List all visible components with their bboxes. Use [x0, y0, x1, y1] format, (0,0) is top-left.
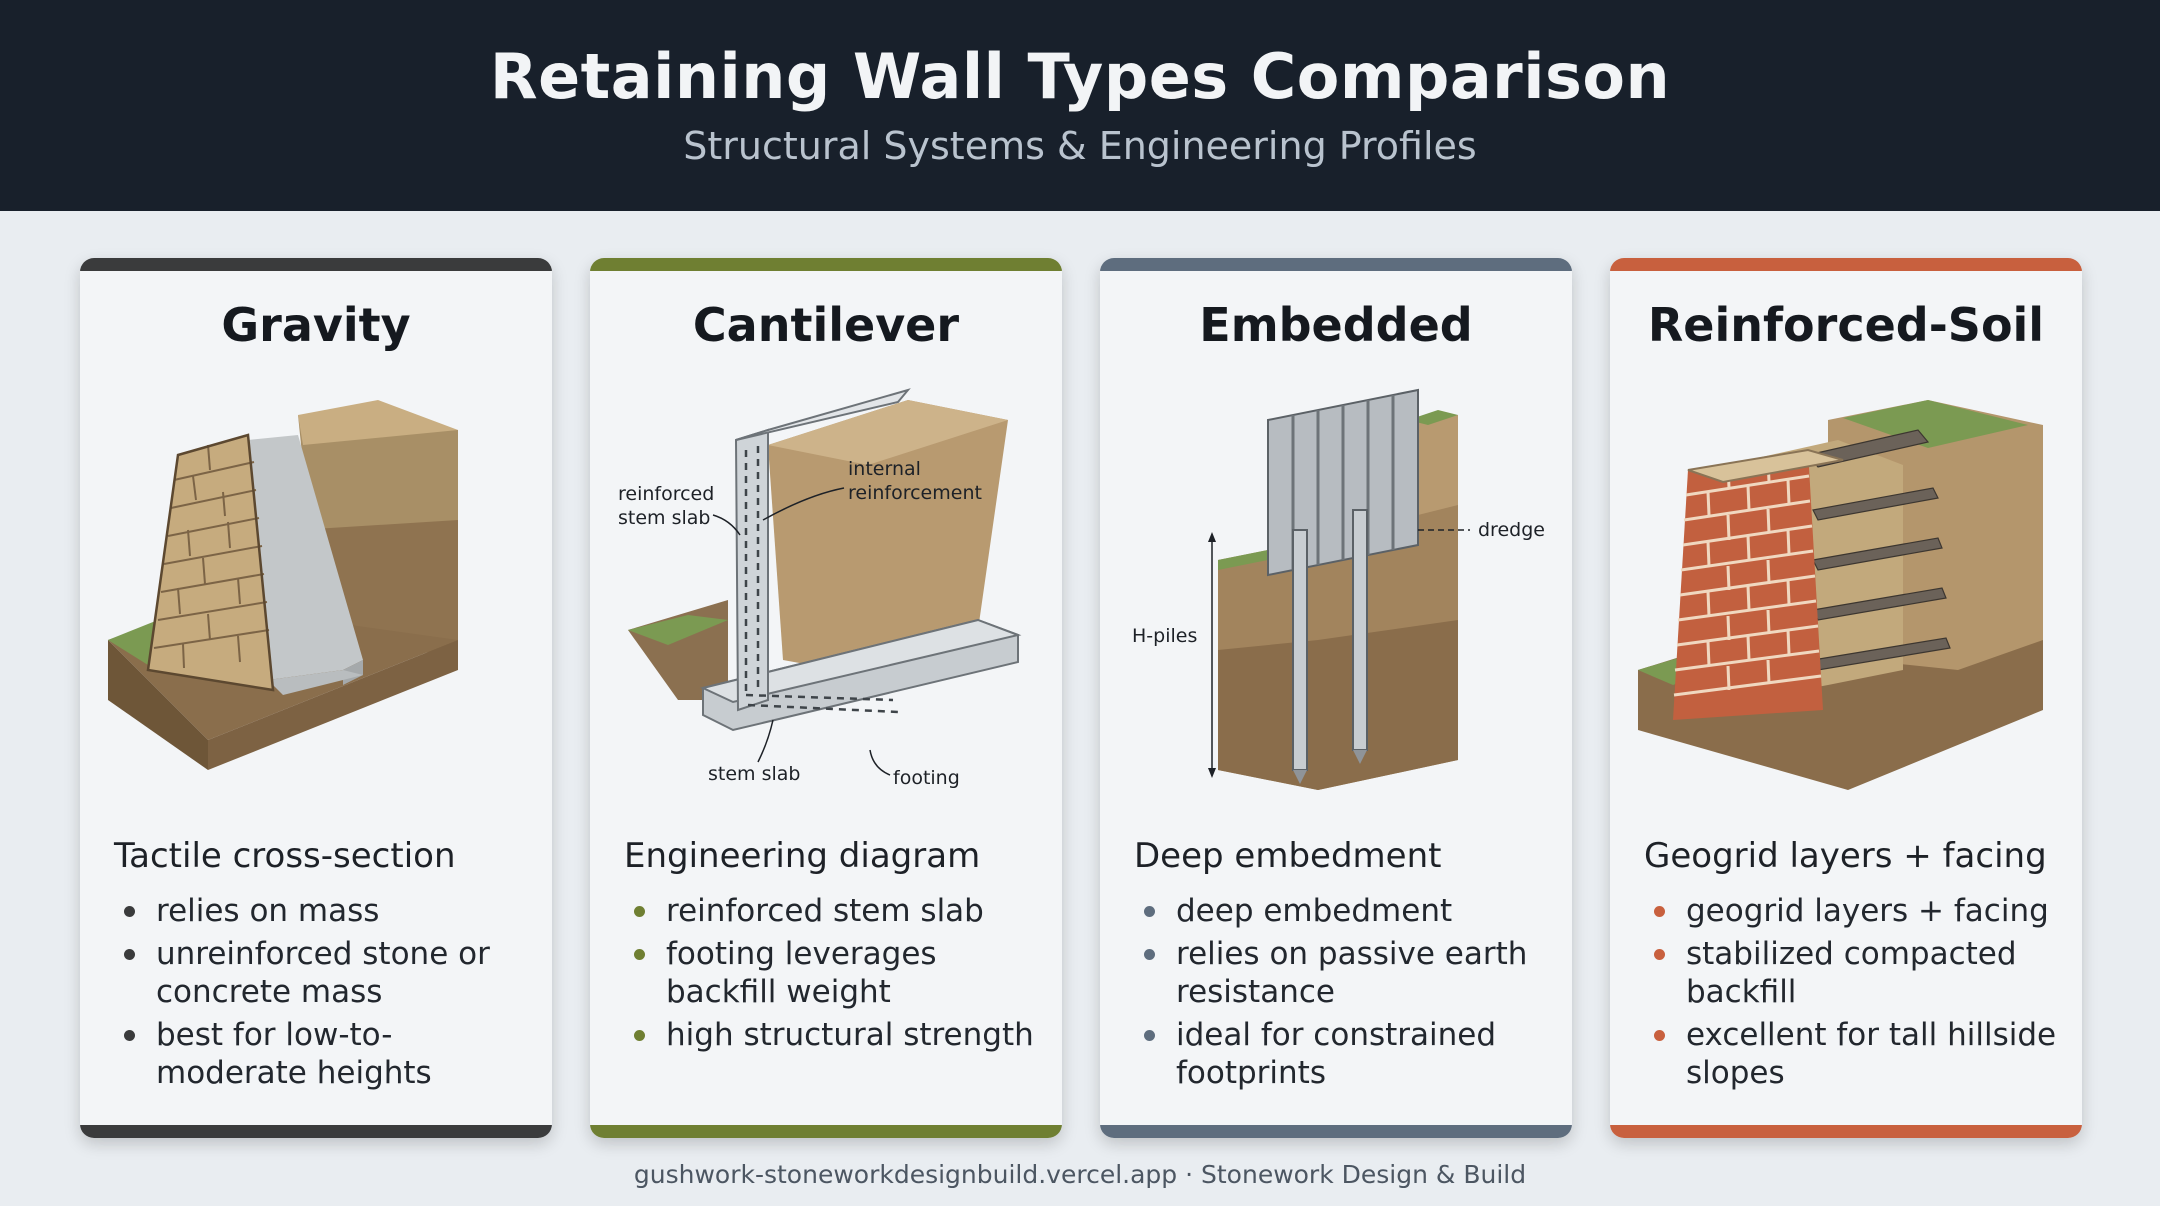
card-subtitle: Engineering diagram	[624, 836, 981, 876]
card-top-accent	[590, 258, 1062, 271]
bullet-dot	[1654, 949, 1665, 960]
footer-credit: gushwork-stoneworkdesignbuild.vercel.app…	[633, 1160, 1527, 1189]
card-bullet-list: geogrid layers + facing stabilized compa…	[1644, 892, 2064, 1097]
bullet-text: ideal for constrained footprints	[1176, 1017, 1497, 1091]
bullet-item: reinforced stem slab	[624, 892, 1044, 930]
bullet-item: deep embedment	[1134, 892, 1554, 930]
bullet-text: deep embedment	[1176, 893, 1453, 929]
bullet-text: high structural strength	[666, 1017, 1034, 1053]
bullet-text: best for low-to-moderate heights	[156, 1017, 432, 1091]
reinforced-soil-illustration	[1638, 400, 2043, 790]
bullet-text: footing leverages backfill weight	[666, 936, 937, 1010]
card-cantilever: Cantilever reinforced stem slab internal…	[590, 258, 1062, 1138]
label-h-piles: H-piles	[1132, 625, 1197, 647]
gravity-wall-illustration	[108, 400, 458, 770]
card-subtitle: Tactile cross-section	[114, 836, 456, 876]
card-title: Embedded	[1199, 298, 1473, 352]
card-top-accent	[1100, 258, 1572, 271]
cantilever-wall-illustration: reinforced stem slab internal reinforcem…	[618, 388, 1022, 789]
card-bottom-accent	[1610, 1125, 2082, 1138]
bullet-text: relies on mass	[156, 893, 380, 929]
label-stem-slab: stem slab	[708, 763, 800, 785]
label-internal-2: reinforcement	[848, 482, 982, 504]
bullet-item: geogrid layers + facing	[1644, 892, 2064, 930]
bullet-dot	[634, 906, 645, 917]
bullet-dot	[124, 906, 135, 917]
bullet-text: excellent for tall hillside slopes	[1686, 1017, 2057, 1091]
bullet-item: footing leverages backfill weight	[624, 935, 1044, 1011]
bullet-dot	[124, 949, 135, 960]
bullet-text: geogrid layers + facing	[1686, 893, 2049, 929]
bullet-item: ideal for constrained footprints	[1134, 1016, 1554, 1092]
card-bottom-accent	[590, 1125, 1062, 1138]
card-gravity: Gravity	[80, 258, 552, 1138]
card-bullet-list: reinforced stem slab footing leverages b…	[624, 892, 1044, 1059]
page-title: Retaining Wall Types Comparison	[489, 40, 1671, 113]
card-title: Reinforced-Soil	[1647, 298, 2045, 352]
card-title: Cantilever	[692, 298, 960, 352]
bullet-dot	[1144, 1030, 1155, 1041]
bullet-dot	[634, 1030, 645, 1041]
bullet-item: best for low-to-moderate heights	[114, 1016, 534, 1092]
bullet-dot	[1654, 906, 1665, 917]
bullet-text: unreinforced stone or concrete mass	[156, 936, 490, 1010]
card-title: Gravity	[221, 298, 411, 352]
card-bottom-accent	[80, 1125, 552, 1138]
bullet-item: excellent for tall hillside slopes	[1644, 1016, 2064, 1092]
bullet-dot	[1144, 949, 1155, 960]
card-top-accent	[80, 258, 552, 271]
bullet-dot	[1144, 906, 1155, 917]
label-footing: footing	[893, 767, 960, 789]
embedded-wall-illustration: dredge H-piles	[1132, 388, 1545, 790]
bullet-text: relies on passive earth resistance	[1176, 936, 1528, 1010]
bullet-item: high structural strength	[624, 1016, 1044, 1054]
bullet-dot	[1654, 1030, 1665, 1041]
card-bullet-list: deep embedment relies on passive earth r…	[1134, 892, 1554, 1097]
card-reinforced-soil: Reinforced-Soil	[1610, 258, 2082, 1138]
bullet-dot	[124, 1030, 135, 1041]
label-dredge: dredge	[1478, 519, 1545, 541]
page-subtitle: Structural Systems & Engineering Profile…	[683, 124, 1477, 168]
label-reinforced-stem-2: stem slab	[618, 507, 710, 529]
card-top-accent	[1610, 258, 2082, 271]
bullet-item: relies on mass	[114, 892, 534, 930]
bullet-dot	[634, 949, 645, 960]
bullet-text: reinforced stem slab	[666, 893, 984, 929]
bullet-item: stabilized compacted backfill	[1644, 935, 2064, 1011]
card-subtitle: Geogrid layers + facing	[1644, 836, 2047, 876]
card-subtitle: Deep embedment	[1134, 836, 1442, 876]
bullet-item: unreinforced stone or concrete mass	[114, 935, 534, 1011]
label-internal-1: internal	[848, 458, 921, 480]
bullet-item: relies on passive earth resistance	[1134, 935, 1554, 1011]
card-bullet-list: relies on mass unreinforced stone or con…	[114, 892, 534, 1097]
card-embedded: Embedded dredge H-piles Deep embedment	[1100, 258, 1572, 1138]
header-banner: Retaining Wall Types Comparison Structur…	[0, 0, 2160, 211]
card-bottom-accent	[1100, 1125, 1572, 1138]
bullet-text: stabilized compacted backfill	[1686, 936, 2017, 1010]
label-reinforced-stem-1: reinforced	[618, 483, 714, 505]
